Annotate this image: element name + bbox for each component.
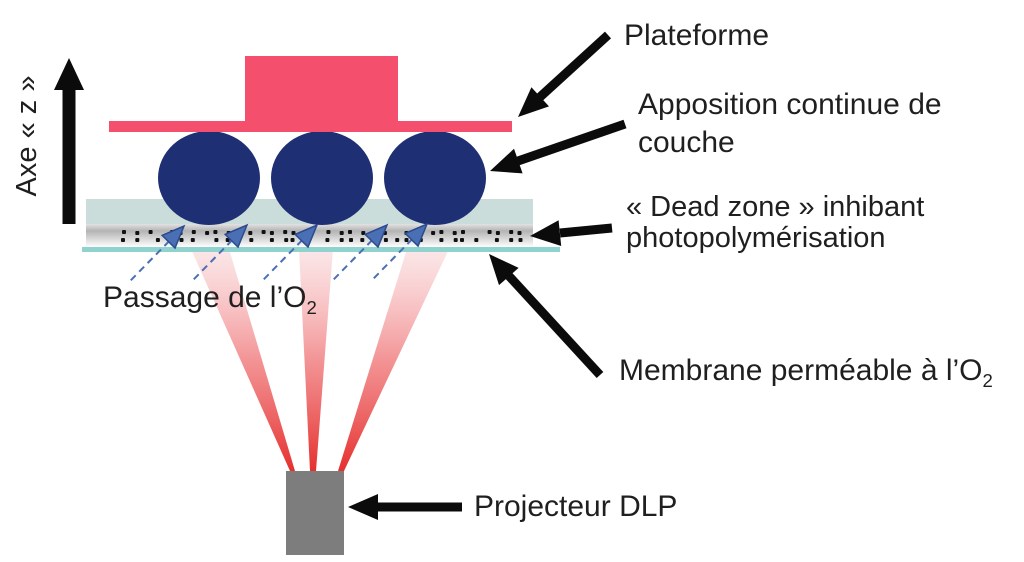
sphere-2 [271, 131, 373, 225]
oxygen-dot [461, 230, 465, 234]
oxygen-dot [494, 238, 499, 242]
o2-arrow-head [293, 223, 319, 249]
projecteur-arrow [348, 494, 462, 520]
membrane-label: Membrane perméable à l’O2 [619, 354, 993, 391]
sphere-1 [158, 131, 260, 225]
plateforme-arrow [518, 31, 612, 117]
axis-z-label: Axe « z » [11, 75, 43, 197]
printed-layer-spheres [158, 131, 486, 225]
oxygen-dot [155, 238, 160, 242]
platform-plate [109, 121, 512, 132]
oxygen-dot [290, 238, 295, 242]
oxygen-dot [283, 230, 288, 234]
annotation-arrows [54, 31, 627, 520]
oxygen-dot [190, 238, 195, 242]
oxygen-dot [148, 230, 153, 234]
oxygen-dot [431, 231, 436, 235]
oxygen-dot [395, 238, 400, 242]
oxygen-dot [339, 231, 344, 235]
apposition-label: Apposition continue de couche [638, 88, 942, 159]
oxygen-dot [460, 238, 464, 242]
oxygen-dot [214, 238, 219, 242]
oxygen-dot [284, 238, 289, 242]
oxygen-dot [518, 238, 523, 242]
oxygen-dot [474, 238, 479, 242]
o2-arrow-dash [193, 240, 233, 280]
oxygen-dot [213, 230, 218, 234]
o2-arrow-dash [263, 240, 303, 280]
oxygen-dot [269, 238, 274, 242]
oxygen-dot [326, 230, 331, 234]
dead-zone-arrow [530, 220, 613, 246]
uv-beam-left [191, 249, 295, 471]
oxygen-dot [191, 230, 196, 234]
oxygen-dot [404, 238, 409, 242]
oxygen-dot [122, 230, 126, 234]
oxygen-dot [205, 231, 210, 235]
dead-zone-label: « Dead zone » inhibant photopolymérisati… [626, 191, 925, 254]
membrane-arrow [489, 254, 604, 379]
oxygen-dot [509, 230, 514, 234]
oxygen-dot [225, 238, 230, 242]
o2-arrow-dash [333, 240, 373, 280]
oxygen-dot [349, 238, 353, 242]
projecteur-label: Projecteur DLP [474, 490, 678, 523]
oxygen-dot [360, 238, 365, 242]
oxygen-dot [439, 230, 444, 234]
oxygen-dot [121, 238, 125, 242]
plateforme-label: Plateforme [624, 19, 770, 52]
oxygen-dot [325, 238, 330, 242]
membrane-layer [82, 247, 560, 252]
apposition-arrow [490, 119, 627, 174]
platform-block [245, 56, 398, 121]
o2-arrow-head [363, 223, 389, 249]
o2-arrow-dash [373, 239, 413, 279]
oxygen-dot [452, 231, 457, 235]
oxygen-dot [383, 238, 388, 242]
oxygen-dot [135, 231, 140, 235]
o2-arrow-head [160, 224, 186, 250]
oxygen-dot [179, 238, 184, 242]
o2-arrow-dash [130, 241, 170, 281]
axis-z-arrow [54, 58, 84, 224]
oxygen-dot [249, 238, 254, 242]
oxygen-dot [439, 238, 444, 242]
oxygen-dot [261, 230, 266, 234]
uv-beam-middle [299, 249, 333, 471]
oxygen-dot [269, 231, 274, 235]
oxygen-dot [495, 231, 500, 235]
o2-arrow-head [223, 223, 249, 249]
oxygen-dot [517, 231, 522, 235]
uv-light-beams [191, 249, 449, 471]
oxygen-dot [348, 230, 352, 234]
passage-o2-label: Passage de l’O2 [103, 281, 317, 318]
uv-beam-right [338, 249, 449, 471]
sphere-3 [384, 131, 486, 225]
dlp-projector-box [286, 471, 344, 555]
oxygen-dot [135, 238, 140, 242]
build-platform [109, 56, 512, 132]
oxygen-dot [248, 231, 253, 235]
o2-passage-arrows [130, 222, 429, 281]
oxygen-dot [339, 238, 344, 242]
o2-arrow-head [403, 222, 429, 248]
oxygen-dot [509, 238, 514, 242]
oxygen-dot [487, 230, 492, 234]
oxygen-dot [453, 238, 458, 242]
